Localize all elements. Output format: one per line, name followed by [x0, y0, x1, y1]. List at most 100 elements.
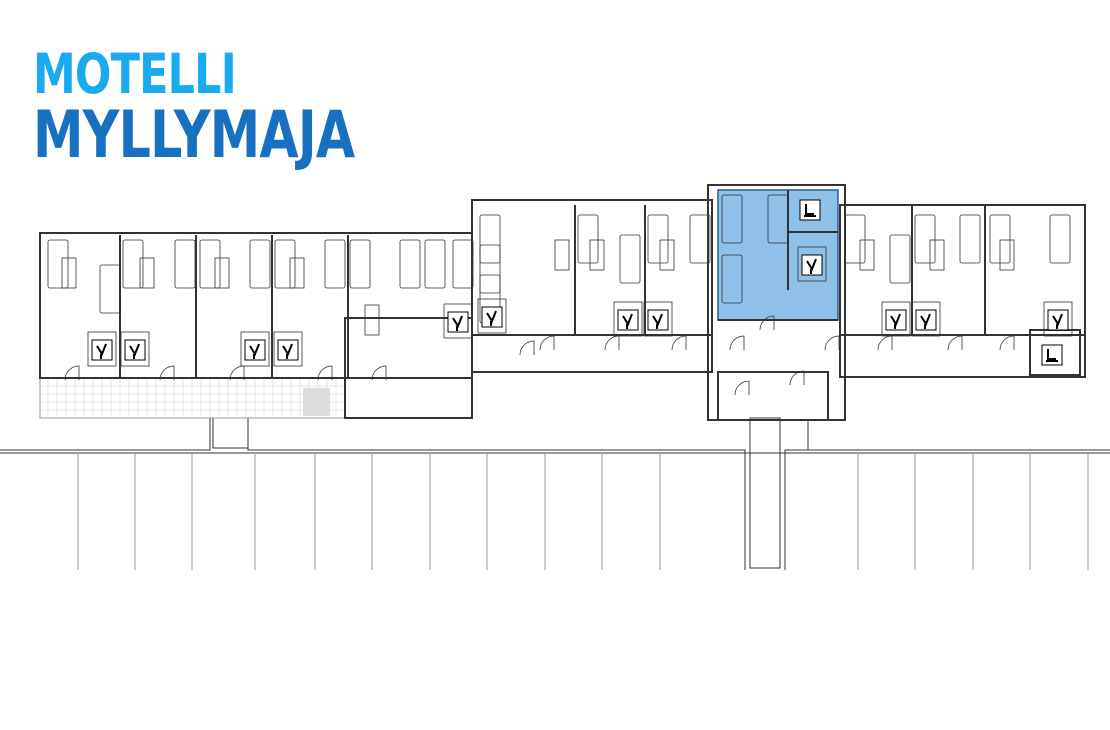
shower-icon	[282, 343, 293, 359]
door-swing	[729, 335, 745, 351]
fixture-icons	[91, 199, 1069, 366]
site-edge	[0, 418, 211, 451]
shower-icon	[452, 315, 463, 331]
bed	[721, 194, 743, 244]
door-swing	[371, 365, 387, 381]
bed	[122, 239, 144, 289]
bathroom	[911, 301, 941, 337]
door-swing	[734, 380, 750, 396]
bed	[1049, 214, 1071, 264]
desk	[139, 257, 155, 289]
bathroom	[87, 331, 117, 367]
bed	[199, 239, 221, 289]
bathroom	[273, 331, 303, 367]
door-swing	[759, 315, 775, 331]
bed	[479, 244, 501, 294]
shower-icon	[486, 310, 497, 326]
bed	[619, 234, 641, 284]
steps	[212, 417, 249, 449]
door-swing	[604, 335, 620, 351]
door-swing	[789, 370, 805, 386]
wall-outline	[717, 371, 829, 421]
door-swing	[671, 335, 687, 351]
desk	[929, 239, 945, 271]
desk	[364, 304, 380, 336]
door-swing	[947, 335, 963, 351]
site-edge	[247, 418, 746, 570]
shower-icon	[920, 313, 931, 329]
shower-icon	[447, 311, 469, 333]
bed	[174, 239, 196, 289]
bed	[914, 214, 936, 264]
door-swing	[539, 335, 555, 351]
bathroom	[477, 298, 507, 334]
shower-icon	[801, 254, 823, 276]
bed	[399, 239, 421, 289]
desk	[554, 239, 570, 271]
shower-icon	[617, 309, 639, 331]
terrace	[39, 377, 346, 419]
wall-outline	[344, 317, 473, 419]
door-swing	[999, 335, 1015, 351]
desk	[61, 257, 77, 289]
door-swing	[229, 365, 245, 381]
door-swing	[519, 340, 535, 356]
bed	[274, 239, 296, 289]
bathroom	[443, 303, 473, 339]
bed	[349, 239, 371, 289]
sauna-icon	[1046, 349, 1058, 362]
title-line-1: MOTELLI	[33, 42, 237, 106]
shower-icon	[244, 339, 266, 361]
desk	[999, 239, 1015, 271]
shower-icon	[481, 306, 503, 328]
shower-icon	[915, 309, 937, 331]
shower-icon	[890, 313, 901, 329]
bed	[479, 214, 501, 264]
bed	[424, 239, 446, 289]
bathroom	[643, 301, 673, 337]
door-swing	[824, 335, 840, 351]
bathroom	[881, 301, 911, 337]
shower-icon	[91, 339, 113, 361]
shower-icon	[1052, 313, 1063, 329]
wall-outline	[839, 204, 1086, 378]
shower-icon	[647, 309, 669, 331]
bed	[767, 194, 789, 244]
shower-icon	[96, 343, 107, 359]
bathroom	[1043, 301, 1073, 337]
bed	[721, 254, 743, 304]
bed	[889, 234, 911, 284]
site-edge	[784, 420, 809, 570]
shower-icon	[806, 258, 817, 274]
door-swing	[317, 365, 333, 381]
bed	[689, 214, 711, 264]
bed	[647, 214, 669, 264]
walkway	[749, 417, 781, 569]
bathroom	[613, 301, 643, 337]
title-line-2: MYLLYMAJA	[33, 98, 355, 173]
shower-icon	[652, 313, 663, 329]
door-swing	[877, 335, 893, 351]
shower-icon	[885, 309, 907, 331]
terrace-patch	[303, 388, 330, 416]
bed	[577, 214, 599, 264]
sauna-icon	[804, 204, 816, 217]
bathroom	[240, 331, 270, 367]
bathroom	[797, 246, 827, 282]
shower-icon	[622, 313, 633, 329]
bathroom	[120, 331, 150, 367]
bed	[844, 214, 866, 264]
terrace-outline	[39, 377, 346, 419]
building-walls	[39, 184, 1086, 421]
shower-icon	[249, 343, 260, 359]
desk	[589, 239, 605, 271]
wall-outline	[471, 199, 713, 373]
desk	[214, 257, 230, 289]
door-swing	[159, 365, 175, 381]
desk	[289, 257, 305, 289]
bed	[249, 239, 271, 289]
door-swing	[64, 365, 80, 381]
bed	[452, 239, 474, 289]
desk	[859, 239, 875, 271]
